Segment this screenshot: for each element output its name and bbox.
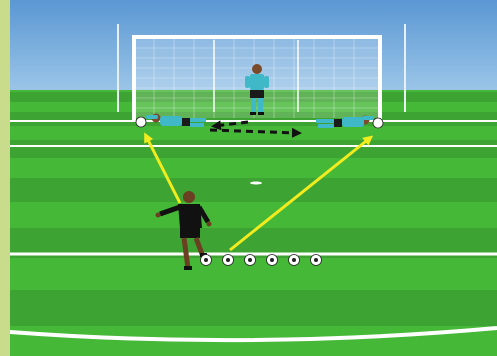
- ball-pattern: [270, 258, 274, 262]
- ball-pattern: [226, 258, 230, 262]
- ball-pattern: [248, 258, 252, 262]
- ball-pattern: [314, 258, 318, 262]
- ball-pattern: [204, 258, 208, 262]
- pitch-grass: [10, 90, 497, 356]
- pitch-scene: [10, 0, 497, 356]
- ball-pattern: [292, 258, 296, 262]
- penalty-spot: [250, 182, 262, 185]
- ball-left-post: [136, 117, 146, 127]
- ball-right-post: [373, 118, 383, 128]
- pitch-illustration: [10, 0, 497, 356]
